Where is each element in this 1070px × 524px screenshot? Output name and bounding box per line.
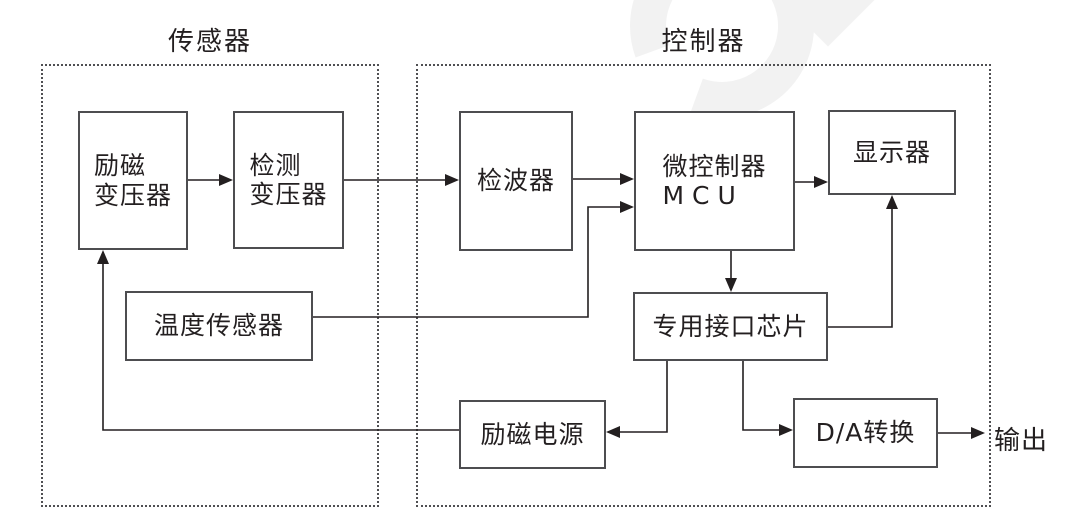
interface-chip-label: 专用接口芯片 [652,311,809,341]
excitation-transformer-label-line2: 变压器 [93,180,172,210]
mcu-block: 微控制器 MCU [634,111,795,251]
detector-block: 检波器 [459,111,573,251]
controller-group-title: 控制器 [661,27,746,57]
da-converter-block: D/A转换 [793,398,938,468]
detection-transformer-block: 检测 变压器 [233,111,344,249]
excitation-power-label: 励磁电源 [480,419,585,449]
temperature-sensor-block: 温度传感器 [125,291,313,361]
temperature-sensor-label: 温度传感器 [153,311,284,341]
sensor-group-title: 传感器 [167,27,252,57]
mcu-label-line1: 微控制器 [662,151,767,181]
display-block: 显示器 [828,110,956,195]
display-label: 显示器 [852,137,931,167]
detection-transformer-label-line2: 变压器 [249,180,328,209]
excitation-power-block: 励磁电源 [459,400,606,469]
mcu-label-line2: MCU [662,181,744,210]
detection-transformer-label-line1: 检测 [249,150,302,180]
excitation-transformer-block: 励磁 变压器 [78,111,188,250]
output-label: 输出 [994,426,1049,456]
excitation-transformer-label-line1: 励磁 [93,151,146,180]
interface-chip-block: 专用接口芯片 [633,292,828,361]
detector-label: 检波器 [476,166,555,196]
da-converter-label: D/A转换 [815,418,916,448]
